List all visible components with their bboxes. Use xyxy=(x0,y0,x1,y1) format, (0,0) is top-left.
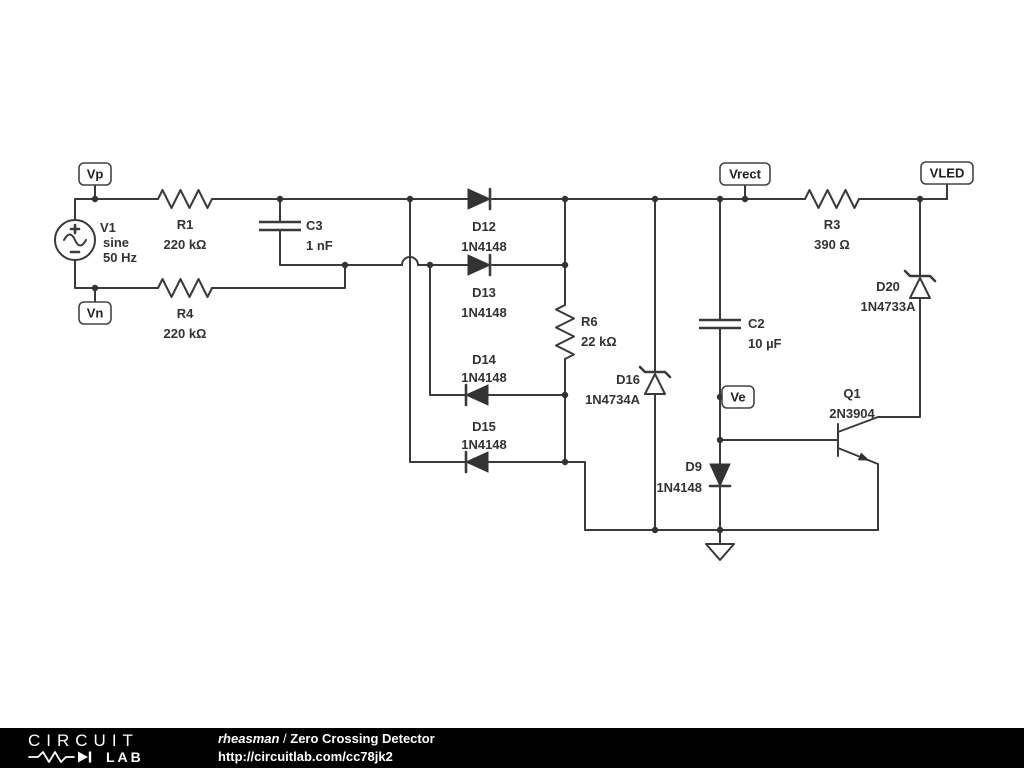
r6-name-label: R6 xyxy=(581,314,598,329)
component-c3-capacitor: C3 1 nF xyxy=(259,218,333,253)
r3-name-label: R3 xyxy=(824,217,841,232)
ground-symbol-icon xyxy=(705,529,735,561)
component-d20-zener-diode: D20 1N4733A xyxy=(861,269,937,314)
node-label-ve: Ve xyxy=(721,385,755,409)
component-c2-capacitor: C2 10 µF xyxy=(699,316,782,351)
component-d14-diode: D14 1N4148 xyxy=(461,352,507,407)
plus-sign-icon xyxy=(69,223,81,235)
r4-name-label: R4 xyxy=(177,306,194,321)
v1-type-label: sine xyxy=(103,235,129,250)
v1-name-label: V1 xyxy=(100,220,116,235)
d20-name-label: D20 xyxy=(876,279,900,294)
component-d16-zener-diode: D16 1N4734A xyxy=(585,365,672,407)
node-label-vn: Vn xyxy=(78,301,112,325)
d9-value-label: 1N4148 xyxy=(656,480,702,495)
junction-dots xyxy=(91,195,924,534)
component-r1-resistor: R1 220 kΩ xyxy=(157,189,213,252)
component-q1-transistor: Q1 2N3904 xyxy=(829,386,879,465)
r3-value-label: 390 Ω xyxy=(814,237,850,252)
node-label-vled: VLED xyxy=(920,161,974,185)
separator: / xyxy=(279,730,291,746)
r1-name-label: R1 xyxy=(177,217,194,232)
d15-name-label: D15 xyxy=(472,419,496,434)
sine-wave-icon xyxy=(63,233,87,247)
schematic-canvas: V1 sine 50 Hz R1 220 kΩ R4 220 kΩ R3 390… xyxy=(54,161,974,561)
vn-label: Vn xyxy=(87,306,104,321)
ve-label: Ve xyxy=(730,390,745,405)
component-v1-voltage-source: V1 sine 50 Hz xyxy=(54,219,137,265)
d13-value-label: 1N4148 xyxy=(461,305,507,320)
c3-name-label: C3 xyxy=(306,218,323,233)
c2-name-label: C2 xyxy=(748,316,765,331)
author-name: rheasman xyxy=(218,730,280,746)
component-r6-resistor: R6 22 kΩ xyxy=(555,304,617,360)
vp-label: Vp xyxy=(87,167,104,182)
logo-circuit-text: CIRCUIT xyxy=(28,730,139,750)
d12-name-label: D12 xyxy=(472,219,496,234)
d14-name-label: D14 xyxy=(472,352,497,367)
v1-value-label: 50 Hz xyxy=(103,250,137,265)
attribution: rheasman / Zero Crossing Detector http:/… xyxy=(218,730,435,767)
vled-label: VLED xyxy=(930,166,965,181)
component-d9-diode: D9 1N4148 xyxy=(656,459,732,495)
q1-collector xyxy=(837,416,879,433)
q1-name-label: Q1 xyxy=(843,386,860,401)
schematic-title: Zero Crossing Detector xyxy=(290,730,435,746)
q1-emitter xyxy=(837,447,879,465)
logo-lab-text: LAB xyxy=(106,748,144,765)
node-label-vp: Vp xyxy=(78,162,112,186)
d14-value-label: 1N4148 xyxy=(461,370,507,385)
d20-value-label: 1N4733A xyxy=(861,299,917,314)
footer-bar: CIRCUIT LAB rheasman / Zero Crossing Det… xyxy=(0,728,1024,768)
node-label-vrect: Vrect xyxy=(719,162,771,186)
d13-name-label: D13 xyxy=(472,285,496,300)
q1-value-label: 2N3904 xyxy=(829,406,875,421)
r6-value-label: 22 kΩ xyxy=(581,334,617,349)
c3-value-label: 1 nF xyxy=(306,238,333,253)
component-d13-diode: D13 1N4148 xyxy=(461,253,507,320)
circuit-url-link[interactable]: http://circuitlab.com/cc78jk2 xyxy=(218,749,393,764)
wires xyxy=(74,183,948,531)
component-d12-diode: D12 1N4148 xyxy=(461,187,507,254)
circuitlab-logo: CIRCUIT LAB xyxy=(28,732,178,765)
logo-waveform-icon xyxy=(28,751,92,763)
component-r3-resistor: R3 390 Ω xyxy=(804,189,860,252)
vrect-label: Vrect xyxy=(729,167,761,182)
c2-value-label: 10 µF xyxy=(748,336,782,351)
d12-value-label: 1N4148 xyxy=(461,239,507,254)
r4-value-label: 220 kΩ xyxy=(164,326,207,341)
r1-value-label: 220 kΩ xyxy=(164,237,207,252)
d15-value-label: 1N4148 xyxy=(461,437,507,452)
d16-name-label: D16 xyxy=(616,372,640,387)
q1-emitter-arrow-icon xyxy=(857,452,870,461)
component-r4-resistor: R4 220 kΩ xyxy=(157,278,213,341)
d16-value-label: 1N4734A xyxy=(585,392,641,407)
circuit-schematic: V1 sine 50 Hz R1 220 kΩ R4 220 kΩ R3 390… xyxy=(54,161,974,561)
d9-name-label: D9 xyxy=(685,459,702,474)
component-d15-diode: D15 1N4148 xyxy=(461,419,507,474)
